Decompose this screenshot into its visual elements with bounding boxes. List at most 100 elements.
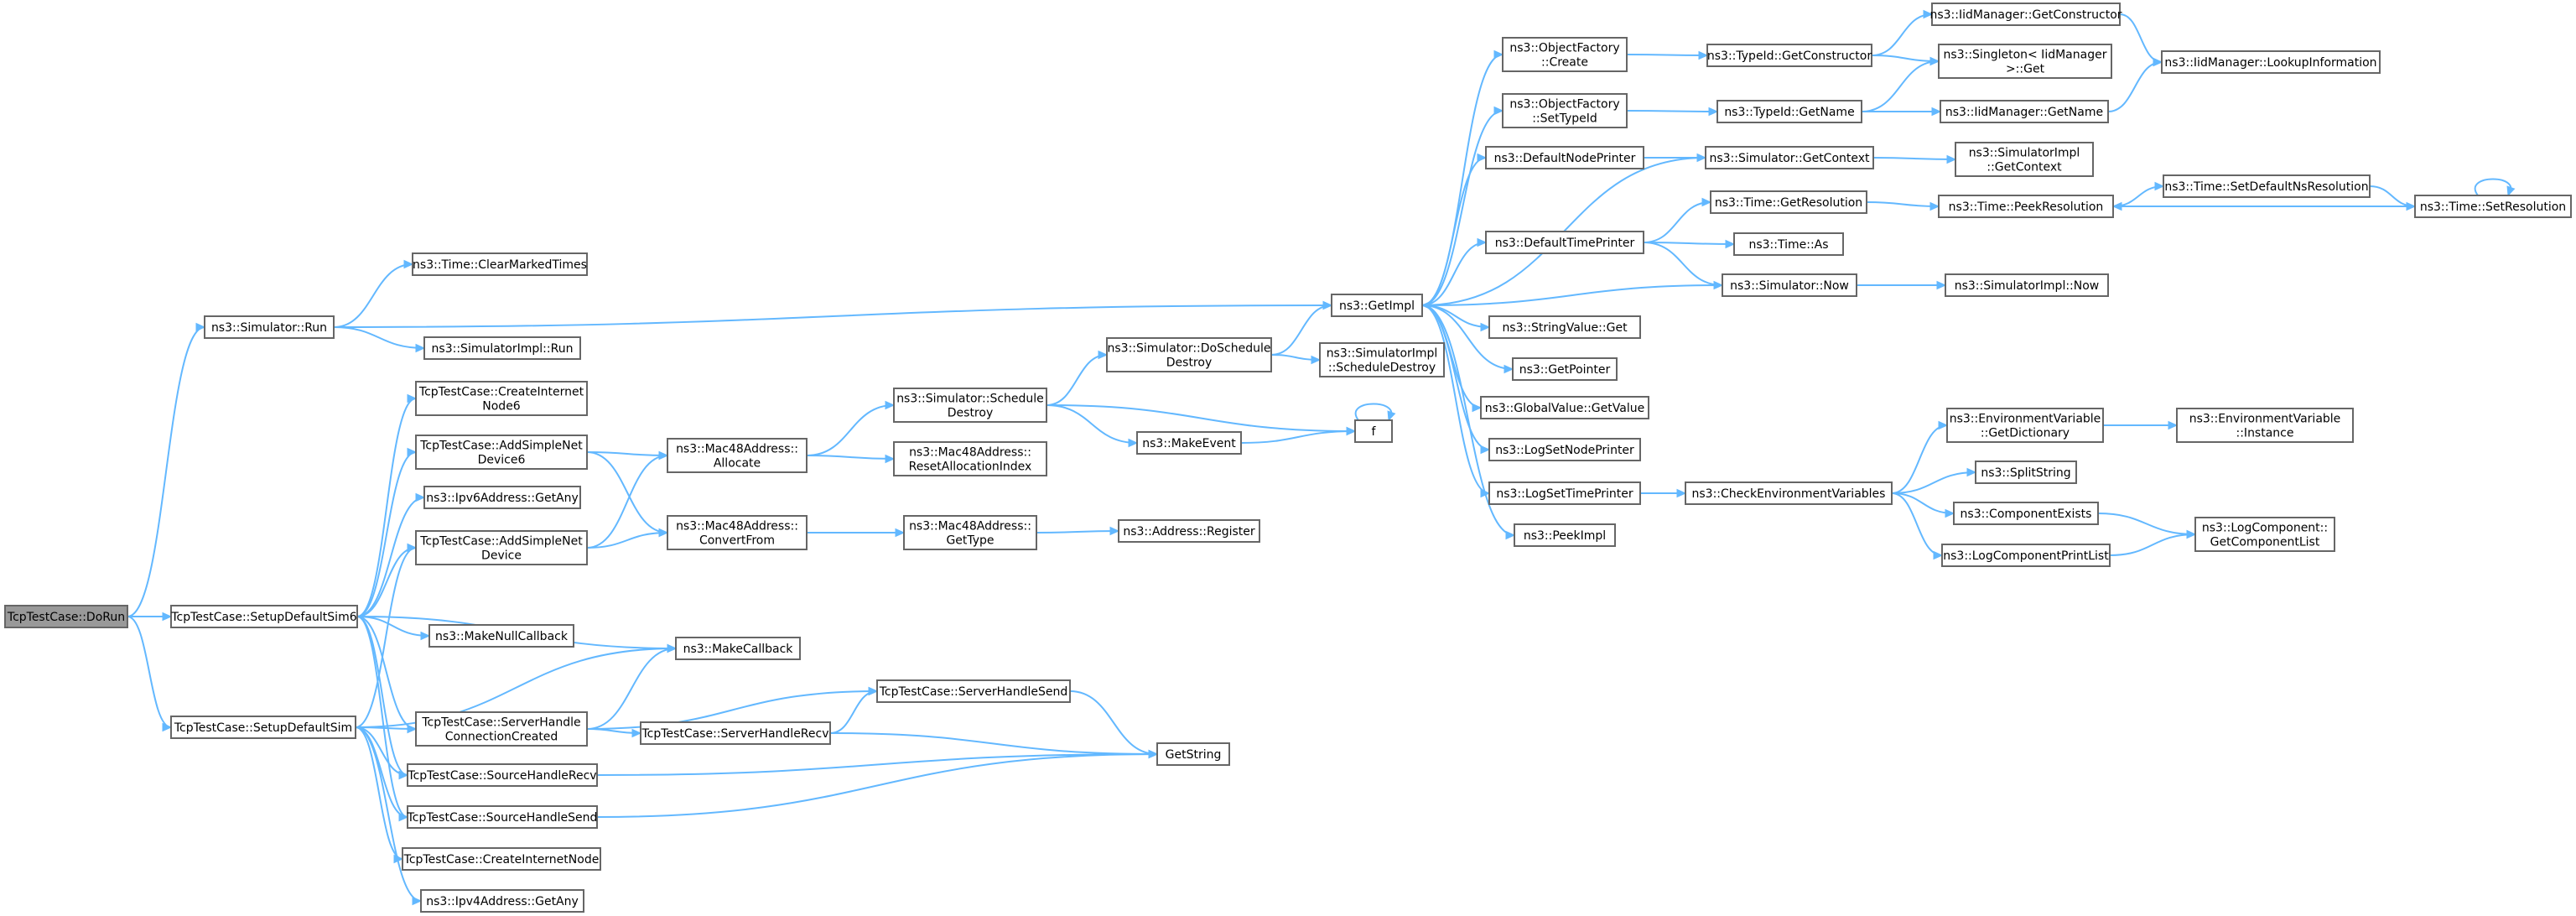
node-n33[interactable]: ns3::DefaultNodePrinter bbox=[1485, 146, 1644, 169]
node-box[interactable] bbox=[1685, 481, 1893, 505]
node-box[interactable] bbox=[204, 315, 335, 339]
node-box[interactable] bbox=[2176, 408, 2354, 443]
node-box[interactable] bbox=[4, 605, 128, 628]
node-box[interactable] bbox=[2161, 50, 2381, 74]
node-box[interactable] bbox=[893, 388, 1047, 423]
node-box[interactable] bbox=[415, 435, 588, 470]
node-box[interactable] bbox=[1945, 273, 2109, 297]
node-n19[interactable]: ns3::Mac48Address::ConvertFrom bbox=[667, 515, 808, 550]
node-n43[interactable]: ns3::Simulator::GetContext bbox=[1705, 146, 1874, 169]
node-n52[interactable]: ns3::Time::PeekResolution bbox=[1938, 195, 2114, 218]
node-box[interactable] bbox=[640, 721, 831, 745]
node-box[interactable] bbox=[1938, 195, 2114, 218]
node-box[interactable] bbox=[1136, 431, 1242, 455]
node-box[interactable] bbox=[415, 711, 588, 747]
node-box[interactable] bbox=[407, 805, 598, 829]
node-box[interactable] bbox=[423, 336, 581, 360]
node-box[interactable] bbox=[1118, 519, 1260, 543]
node-n28[interactable]: TcpTestCase::ServerHandleSend bbox=[876, 679, 1071, 703]
node-box[interactable] bbox=[1106, 337, 1272, 372]
node-n62[interactable]: ns3::LogComponent::GetComponentList bbox=[2194, 517, 2335, 552]
node-n35[interactable]: ns3::StringValue::Get bbox=[1488, 315, 1641, 339]
node-n0[interactable]: TcpTestCase::DoRun bbox=[4, 605, 128, 628]
node-n48[interactable]: ns3::IidManager::GetConstructor bbox=[1929, 3, 2122, 26]
node-n14[interactable]: TcpTestCase::SourceHandleRecv bbox=[407, 763, 598, 787]
node-n61[interactable]: ns3::EnvironmentVariable::Instance bbox=[2176, 408, 2354, 443]
node-n31[interactable]: ns3::ObjectFactory::Create bbox=[1502, 37, 1628, 72]
node-n27[interactable]: ns3::SimulatorImpl::ScheduleDestroy bbox=[1319, 342, 1445, 377]
node-box[interactable] bbox=[1710, 190, 1867, 214]
node-box[interactable] bbox=[170, 605, 358, 628]
node-n58[interactable]: ns3::IidManager::LookupInformation bbox=[2161, 50, 2381, 74]
node-n49[interactable]: ns3::Singleton< IidManager >::Get bbox=[1938, 44, 2112, 79]
node-box[interactable] bbox=[1931, 3, 2121, 26]
node-n44[interactable]: ns3::Time::GetResolution bbox=[1710, 190, 1867, 214]
node-n42[interactable]: ns3::TypeId::GetName bbox=[1716, 100, 1862, 123]
node-box[interactable] bbox=[876, 679, 1071, 703]
node-box[interactable] bbox=[1156, 742, 1230, 766]
node-n60[interactable]: ns3::Time::SetResolution bbox=[2414, 195, 2572, 218]
node-n3[interactable]: TcpTestCase::SetupDefaultSim bbox=[170, 716, 356, 739]
node-box[interactable] bbox=[1319, 342, 1445, 377]
node-n9[interactable]: ns3::Ipv6Address::GetAny bbox=[423, 486, 581, 509]
node-n21[interactable]: ns3::Mac48Address::ResetAllocationIndex bbox=[893, 441, 1047, 476]
node-box[interactable] bbox=[1705, 146, 1874, 169]
node-n51[interactable]: ns3::SimulatorImpl::GetContext bbox=[1955, 142, 2094, 177]
node-box[interactable] bbox=[1938, 44, 2112, 79]
node-box[interactable] bbox=[1706, 44, 1872, 67]
node-n39[interactable]: ns3::LogSetTimePrinter bbox=[1488, 481, 1641, 505]
node-n53[interactable]: ns3::SimulatorImpl::Now bbox=[1945, 273, 2109, 297]
node-box[interactable] bbox=[420, 889, 584, 913]
node-box[interactable] bbox=[1722, 273, 1857, 297]
node-box[interactable] bbox=[903, 515, 1037, 550]
node-box[interactable] bbox=[1331, 294, 1423, 317]
node-n40[interactable]: ns3::PeekImpl bbox=[1514, 523, 1616, 547]
node-box[interactable] bbox=[675, 637, 801, 660]
node-n2[interactable]: TcpTestCase::SetupDefaultSim6 bbox=[170, 605, 358, 628]
node-n25[interactable]: ns3::MakeEvent bbox=[1136, 431, 1242, 455]
node-n26[interactable]: f bbox=[1354, 419, 1393, 443]
node-box[interactable] bbox=[1502, 93, 1628, 128]
node-n46[interactable]: ns3::Simulator::Now bbox=[1722, 273, 1857, 297]
node-box[interactable] bbox=[2194, 517, 2335, 552]
node-n57[interactable]: ns3::LogComponentPrintList bbox=[1941, 544, 2111, 567]
node-n59[interactable]: ns3::Time::SetDefaultNsResolution bbox=[2163, 174, 2371, 198]
node-box[interactable] bbox=[1354, 419, 1393, 443]
node-box[interactable] bbox=[1488, 438, 1641, 461]
node-box[interactable] bbox=[412, 252, 588, 276]
node-box[interactable] bbox=[1975, 461, 2077, 484]
node-n54[interactable]: ns3::EnvironmentVariable::GetDictionary bbox=[1946, 408, 2104, 443]
node-n17[interactable]: ns3::Ipv4Address::GetAny bbox=[420, 889, 584, 913]
node-box[interactable] bbox=[2163, 174, 2371, 198]
node-n50[interactable]: ns3::IidManager::GetName bbox=[1940, 100, 2109, 123]
node-box[interactable] bbox=[1946, 408, 2104, 443]
node-box[interactable] bbox=[402, 847, 601, 871]
node-n29[interactable]: TcpTestCase::ServerHandleRecv bbox=[640, 721, 831, 745]
node-box[interactable] bbox=[1488, 481, 1641, 505]
node-box[interactable] bbox=[1953, 502, 2099, 525]
node-box[interactable] bbox=[667, 515, 808, 550]
node-box[interactable] bbox=[1502, 37, 1628, 72]
node-n4[interactable]: ns3::Time::ClearMarkedTimes bbox=[412, 252, 588, 276]
node-n34[interactable]: ns3::DefaultTimePrinter bbox=[1485, 231, 1644, 254]
node-box[interactable] bbox=[1512, 357, 1618, 381]
node-n11[interactable]: ns3::MakeNullCallback bbox=[428, 624, 574, 648]
node-n1[interactable]: ns3::Simulator::Run bbox=[204, 315, 335, 339]
node-box[interactable] bbox=[1716, 100, 1862, 123]
node-n22[interactable]: ns3::Mac48Address::GetType bbox=[903, 515, 1037, 550]
node-n23[interactable]: ns3::Address::Register bbox=[1118, 519, 1260, 543]
node-n30[interactable]: GetString bbox=[1156, 742, 1230, 766]
node-box[interactable] bbox=[415, 381, 588, 416]
node-box[interactable] bbox=[1941, 544, 2111, 567]
node-box[interactable] bbox=[170, 716, 356, 739]
node-n13[interactable]: TcpTestCase::ServerHandleConnectionCreat… bbox=[415, 711, 588, 747]
node-n47[interactable]: ns3::CheckEnvironmentVariables bbox=[1685, 481, 1893, 505]
node-box[interactable] bbox=[667, 438, 808, 473]
node-n45[interactable]: ns3::Time::As bbox=[1733, 232, 1844, 256]
node-box[interactable] bbox=[428, 624, 574, 648]
node-box[interactable] bbox=[407, 763, 598, 787]
